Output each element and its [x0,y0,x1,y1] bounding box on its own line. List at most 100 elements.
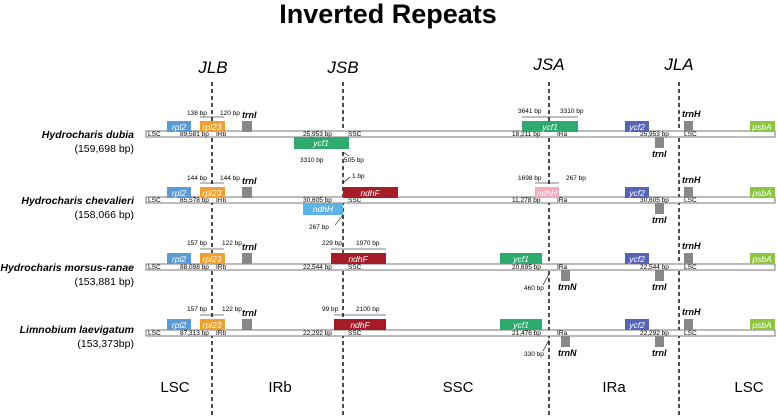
region-label-lsc: LSC [148,131,161,138]
gene-trni [242,187,252,198]
bottom-region-lsc-left: LSC [160,379,189,396]
gene-label-rpl2: rpl2 [172,188,186,198]
gene-rpl2 [167,187,191,198]
gene-label-trni-lower: trnI [652,215,667,225]
species-row-hydrocharis-chevalieri: Hydrocharis chevalieri (158,066 bp) LSC … [21,173,776,231]
distance-bracket [542,339,550,352]
gene-trni-lower [655,336,664,347]
gene-trnn [561,270,570,281]
distance-label: 460 bp [524,285,544,292]
gene-ycf1-ira [522,121,578,132]
gene-trnh [684,187,693,198]
region-length-ira: 25,953 bp [640,131,669,138]
distance-label: 1698 bp [518,175,542,182]
gene-label-trnn: trnN [558,282,577,292]
distance-label: 138 bp [187,110,207,117]
region-label-lsc-2: LSC [684,197,697,204]
gene-label-trnh: trnH [682,109,701,119]
region-length-lsc: 85,578 bp [180,197,209,204]
gene-label-trni-lower: trnI [652,348,667,358]
distance-label: 3310 bp [300,157,324,164]
gene-rpl23 [200,319,225,330]
gene-label-trni-lower: trnI [652,282,667,292]
distance-bracket [342,176,351,184]
region-length-lsc: 87,313 bp [180,330,209,337]
gene-rpl23 [200,187,225,198]
region-length-ira: 22,292 bp [640,330,669,337]
region-length-irb: 30,605 bp [303,197,332,204]
gene-trni-lower [655,203,664,214]
bottom-region-ssc: SSC [443,379,474,396]
distance-label: 157 bp [187,240,207,247]
species-name: Hydrocharis dubia [42,129,134,141]
gene-ycf1 [500,319,542,330]
distance-label: 122 bp [222,306,242,313]
junction-label-jlb: JLB [197,58,227,77]
region-label-irb: IRb [216,197,227,204]
distance-label: 120 bp [220,110,240,117]
gene-label-rpl23: rpl23 [203,122,222,132]
gene-label-ycf1: ycf1 [512,254,529,264]
region-label-irb: IRb [216,264,227,271]
distance-label: 2100 bp [356,306,380,313]
distance-label: 1 bp [352,173,365,180]
gene-ndhf [334,319,386,330]
bottom-region-lsc-right: LSC [734,379,763,396]
gene-label-psba: psbA [751,122,772,132]
region-label-ira: IRa [557,197,568,204]
gene-label-trni: trnI [242,176,257,186]
region-label-ssc: SSC [348,131,362,138]
gene-label-rpl2: rpl2 [172,254,186,264]
gene-trnh [684,319,693,330]
genome-bar [145,196,776,204]
species-length: (158,066 bp) [74,209,134,221]
region-label-ssc: SSC [348,264,362,271]
gene-label-ycf2: ycf2 [628,188,645,198]
gene-label-ycf1-irb: ycf1 [312,138,329,148]
region-label-lsc: LSC [148,264,161,271]
gene-label-rpl23: rpl23 [203,320,222,330]
species-row-hydrocharis-morsus-ranae: Hydrocharis morsus-ranae (153,881 bp) LS… [0,240,776,292]
species-length: (153,373bp) [77,338,134,350]
distance-bracket [542,273,550,286]
bottom-region-irb: IRb [268,379,291,396]
gene-label-ycf2: ycf2 [628,320,645,330]
distance-label: 3641 bp [518,108,542,115]
gene-label-rpl23: rpl23 [203,188,222,198]
gene-ycf1-irb [294,137,349,149]
bottom-region-ira: IRa [602,379,626,396]
diagram-title: Inverted Repeats [279,0,497,29]
distance-label: 144 bp [220,175,240,182]
gene-ycf2 [625,253,649,264]
region-label-lsc-2: LSC [684,131,697,138]
gene-label-psba: psbA [751,254,772,264]
gene-label-trni: trnI [242,110,257,120]
gene-ycf1 [500,253,542,264]
distance-label: 330 bp [524,351,544,358]
gene-psba [750,319,775,330]
gene-trnh [684,253,693,264]
gene-rpl2 [167,319,191,330]
region-length-ssc: 11,278 bp [512,197,541,204]
region-label-ira: IRa [557,264,568,271]
region-length-irb: 22,544 bp [303,264,332,271]
gene-label-ndhf: ndhF [360,188,380,198]
region-label-ira: IRa [557,131,568,138]
region-label-ssc: SSC [348,330,362,337]
distance-label: 229 bp [322,240,342,247]
gene-label-ycf2: ycf2 [628,254,645,264]
distance-label: 122 bp [222,240,242,247]
region-label-irb: IRb [216,131,227,138]
region-length-irb: 25,953 bp [303,131,332,138]
gene-psba [750,253,775,264]
distance-label: 157 bp [187,306,207,313]
distance-label: 3310 bp [560,108,584,115]
region-label-lsc-2: LSC [684,264,697,271]
gene-label-ndhf: ndhF [350,320,370,330]
gene-ycf2 [625,121,649,132]
species-name: Hydrocharis chevalieri [21,195,135,207]
gene-psba [750,121,775,132]
junction-label-jla: JLA [663,55,693,74]
region-label-lsc: LSC [148,330,161,337]
